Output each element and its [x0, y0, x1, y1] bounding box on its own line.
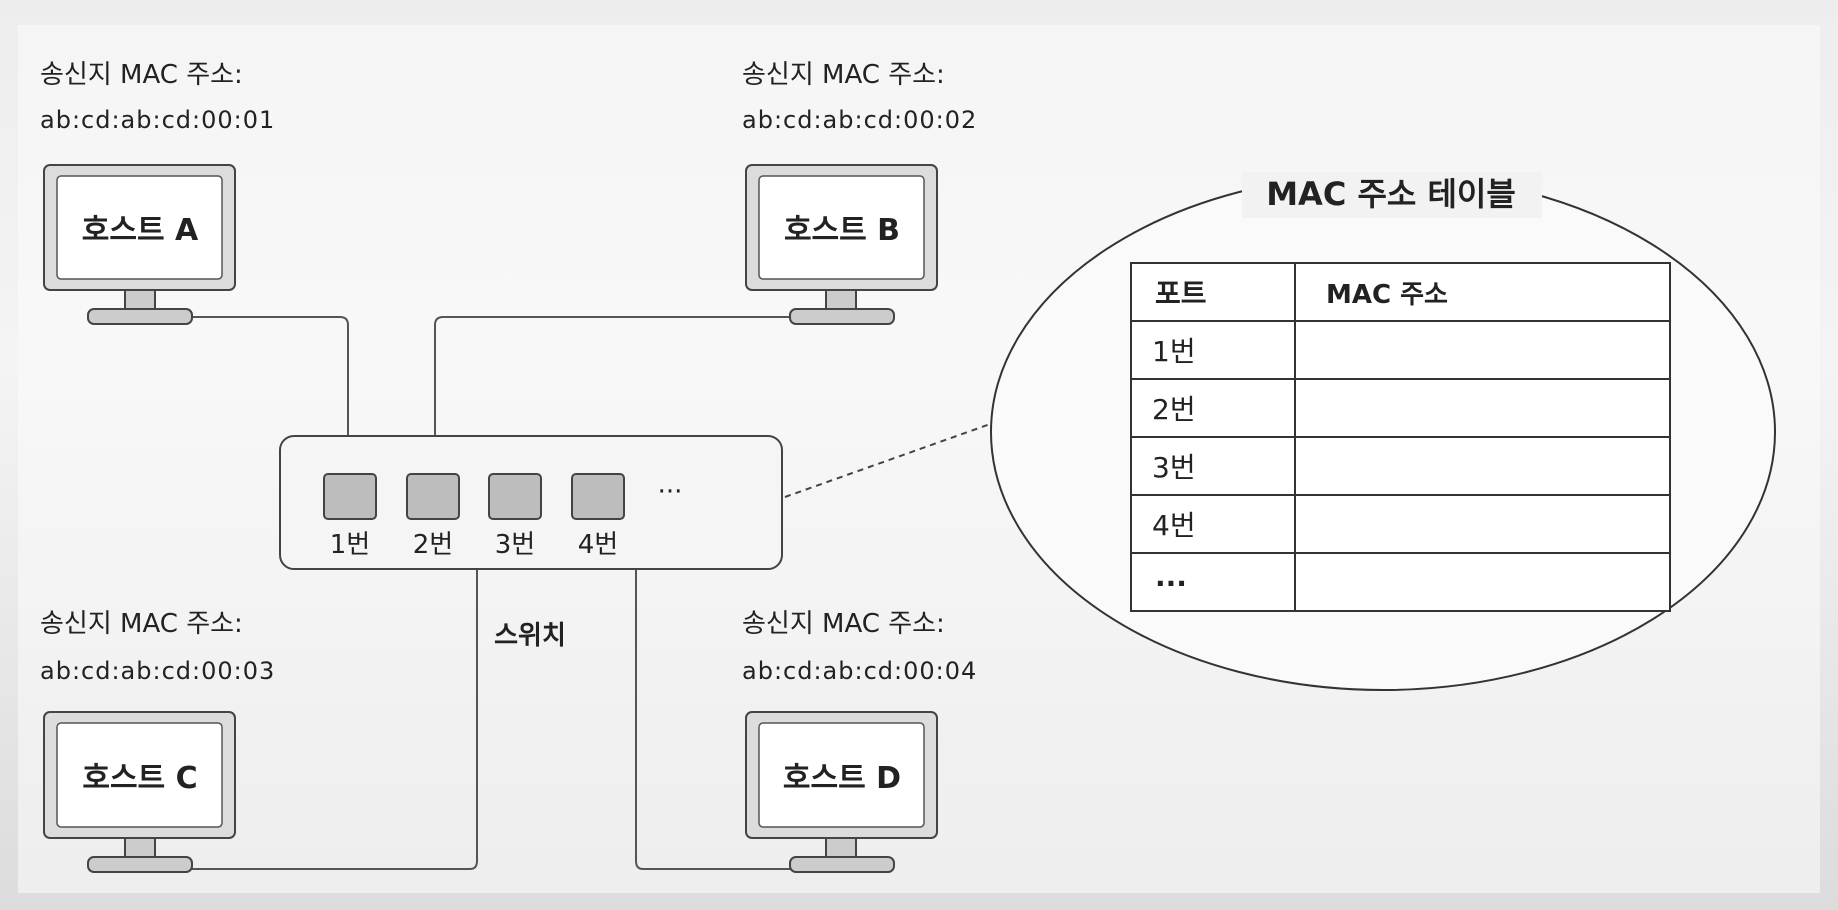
port-1-icon: [323, 473, 377, 520]
host-b: [745, 164, 938, 325]
cable-host-a-port-1: [185, 316, 349, 477]
port-1-label: 1번: [330, 530, 370, 560]
table-row-port: 4번: [1152, 509, 1196, 542]
host-b-name: 호스트 B: [784, 213, 900, 248]
table-row-port: 1번: [1152, 335, 1196, 368]
port-3-label: 3번: [495, 530, 535, 560]
host-d-sender-label: 송신지 MAC 주소:: [742, 609, 945, 639]
table-row-port: 3번: [1152, 451, 1196, 484]
ports-more: ···: [658, 477, 683, 507]
table-header-mac: MAC 주소: [1326, 280, 1448, 310]
host-d-name: 호스트 D: [783, 761, 901, 796]
host-c-mac: ab:cd:ab:cd:00:03: [40, 657, 275, 685]
table-row-port: ···: [1155, 567, 1187, 600]
port-4-icon: [571, 473, 625, 520]
table-row-port: 2번: [1152, 393, 1196, 426]
host-d-mac: ab:cd:ab:cd:00:04: [742, 657, 977, 685]
host-b-sender-label: 송신지 MAC 주소:: [742, 60, 945, 90]
cable-host-b-port-2: [434, 316, 800, 477]
switch-ports: [323, 473, 625, 520]
table-connector-line: [784, 422, 994, 498]
host-a-name: 호스트 A: [82, 213, 199, 248]
host-a-mac: ab:cd:ab:cd:00:01: [40, 106, 275, 134]
port-4-label: 4번: [578, 530, 618, 560]
mac-table: [1130, 262, 1671, 612]
port-2-icon: [406, 473, 460, 520]
host-c-sender-label: 송신지 MAC 주소:: [40, 609, 243, 639]
host-c: [43, 711, 236, 873]
port-2-label: 2번: [413, 530, 453, 560]
host-d: [745, 711, 938, 873]
port-3-icon: [488, 473, 542, 520]
host-c-name: 호스트 C: [82, 761, 197, 796]
mac-table-title: MAC 주소 테이블: [1266, 175, 1516, 213]
host-a: [43, 164, 236, 325]
host-a-sender-label: 송신지 MAC 주소:: [40, 60, 243, 90]
host-b-mac: ab:cd:ab:cd:00:02: [742, 106, 977, 134]
switch-label: 스위치: [494, 621, 566, 651]
table-header-port: 포트: [1155, 277, 1207, 310]
